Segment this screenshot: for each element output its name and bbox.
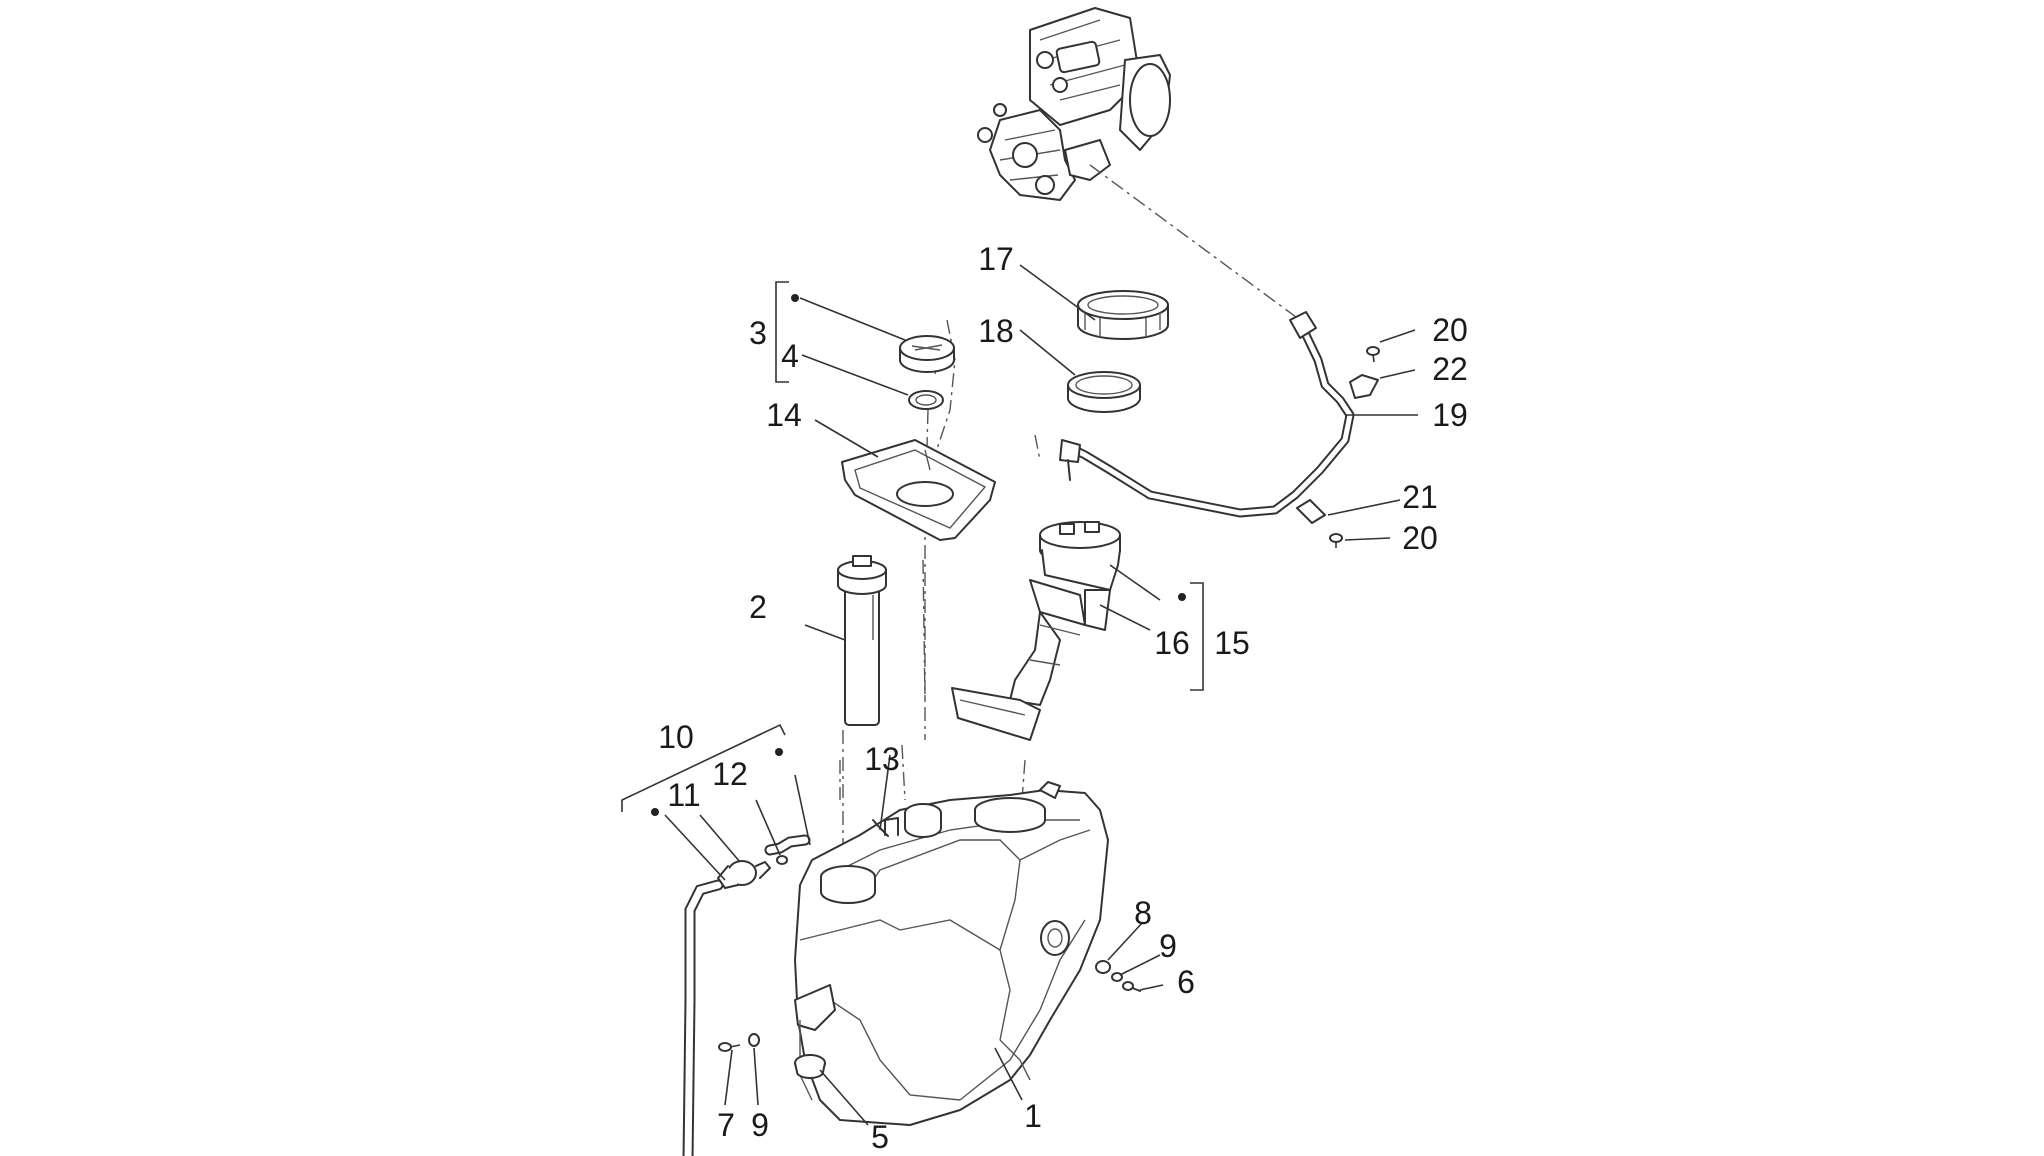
callout-label: 11 [667,777,700,813]
callout-label: 17 [978,241,1014,277]
part-2-fuel-level-sender [837,555,887,726]
callout-label: 14 [766,397,802,433]
part-1-fuel-tank [794,781,1109,1126]
callout-label: 10 [658,719,694,755]
part-21-clamp [1296,499,1326,524]
callout-label: 6 [1177,964,1195,1000]
callout-label: 19 [1432,397,1468,433]
callout-label: 20 [1432,312,1468,348]
part-16-pump-filter-sock [951,687,1041,741]
part-9-washer-left [748,1033,760,1047]
part-10-vent-line-assembly [682,834,811,1156]
part-12-vent-clip [776,855,788,865]
throttle-body-assembly [977,7,1171,201]
callout-label: 21 [1402,479,1438,515]
part-18-seal-ring [1067,371,1141,413]
part-20-screw-top [1366,346,1380,363]
part-11-vent-valve [717,860,771,889]
part-19-fuel-line [1059,311,1355,518]
part-17-ring-nut [1077,290,1169,340]
callout-label: 20 [1402,520,1438,556]
callout-label: 13 [864,741,900,777]
part-7-screw [718,1042,741,1052]
callout-label: 9 [1159,928,1177,964]
callout-label: 3 [749,315,767,351]
callout-label: 16 [1154,625,1190,661]
part-6-screw [1122,981,1141,992]
part-15-fuel-pump-assembly [1009,521,1121,706]
callout-label: 8 [1134,895,1152,931]
callout-label: 9 [751,1107,769,1143]
leader-lines [664,264,1418,1126]
callout-label: 5 [871,1119,889,1155]
part-3-filler-cap [899,335,955,373]
part-20-screw-bottom [1329,533,1343,548]
callout-label: 15 [1214,625,1250,661]
callout-label: 7 [717,1107,735,1143]
reference-dots [651,294,1186,816]
callout-label: 18 [978,313,1014,349]
callout-label: 22 [1432,351,1468,387]
callout-labels: 1 2 3 4 5 6 7 8 9 9 10 11 12 13 14 15 16… [658,241,1468,1155]
part-5-drain-plug [794,1054,826,1079]
part-8-washer [1095,960,1111,974]
callout-label: 2 [749,589,767,625]
callout-label: 12 [712,756,748,792]
part-9-washer-right [1111,972,1123,982]
callout-label: 1 [1024,1098,1042,1134]
part-22-clamp [1349,374,1379,399]
part-4-cap-gasket [908,390,944,410]
callout-label: 4 [781,338,799,374]
part-14-filler-tray [841,439,996,541]
assembly-brackets [621,281,1204,812]
